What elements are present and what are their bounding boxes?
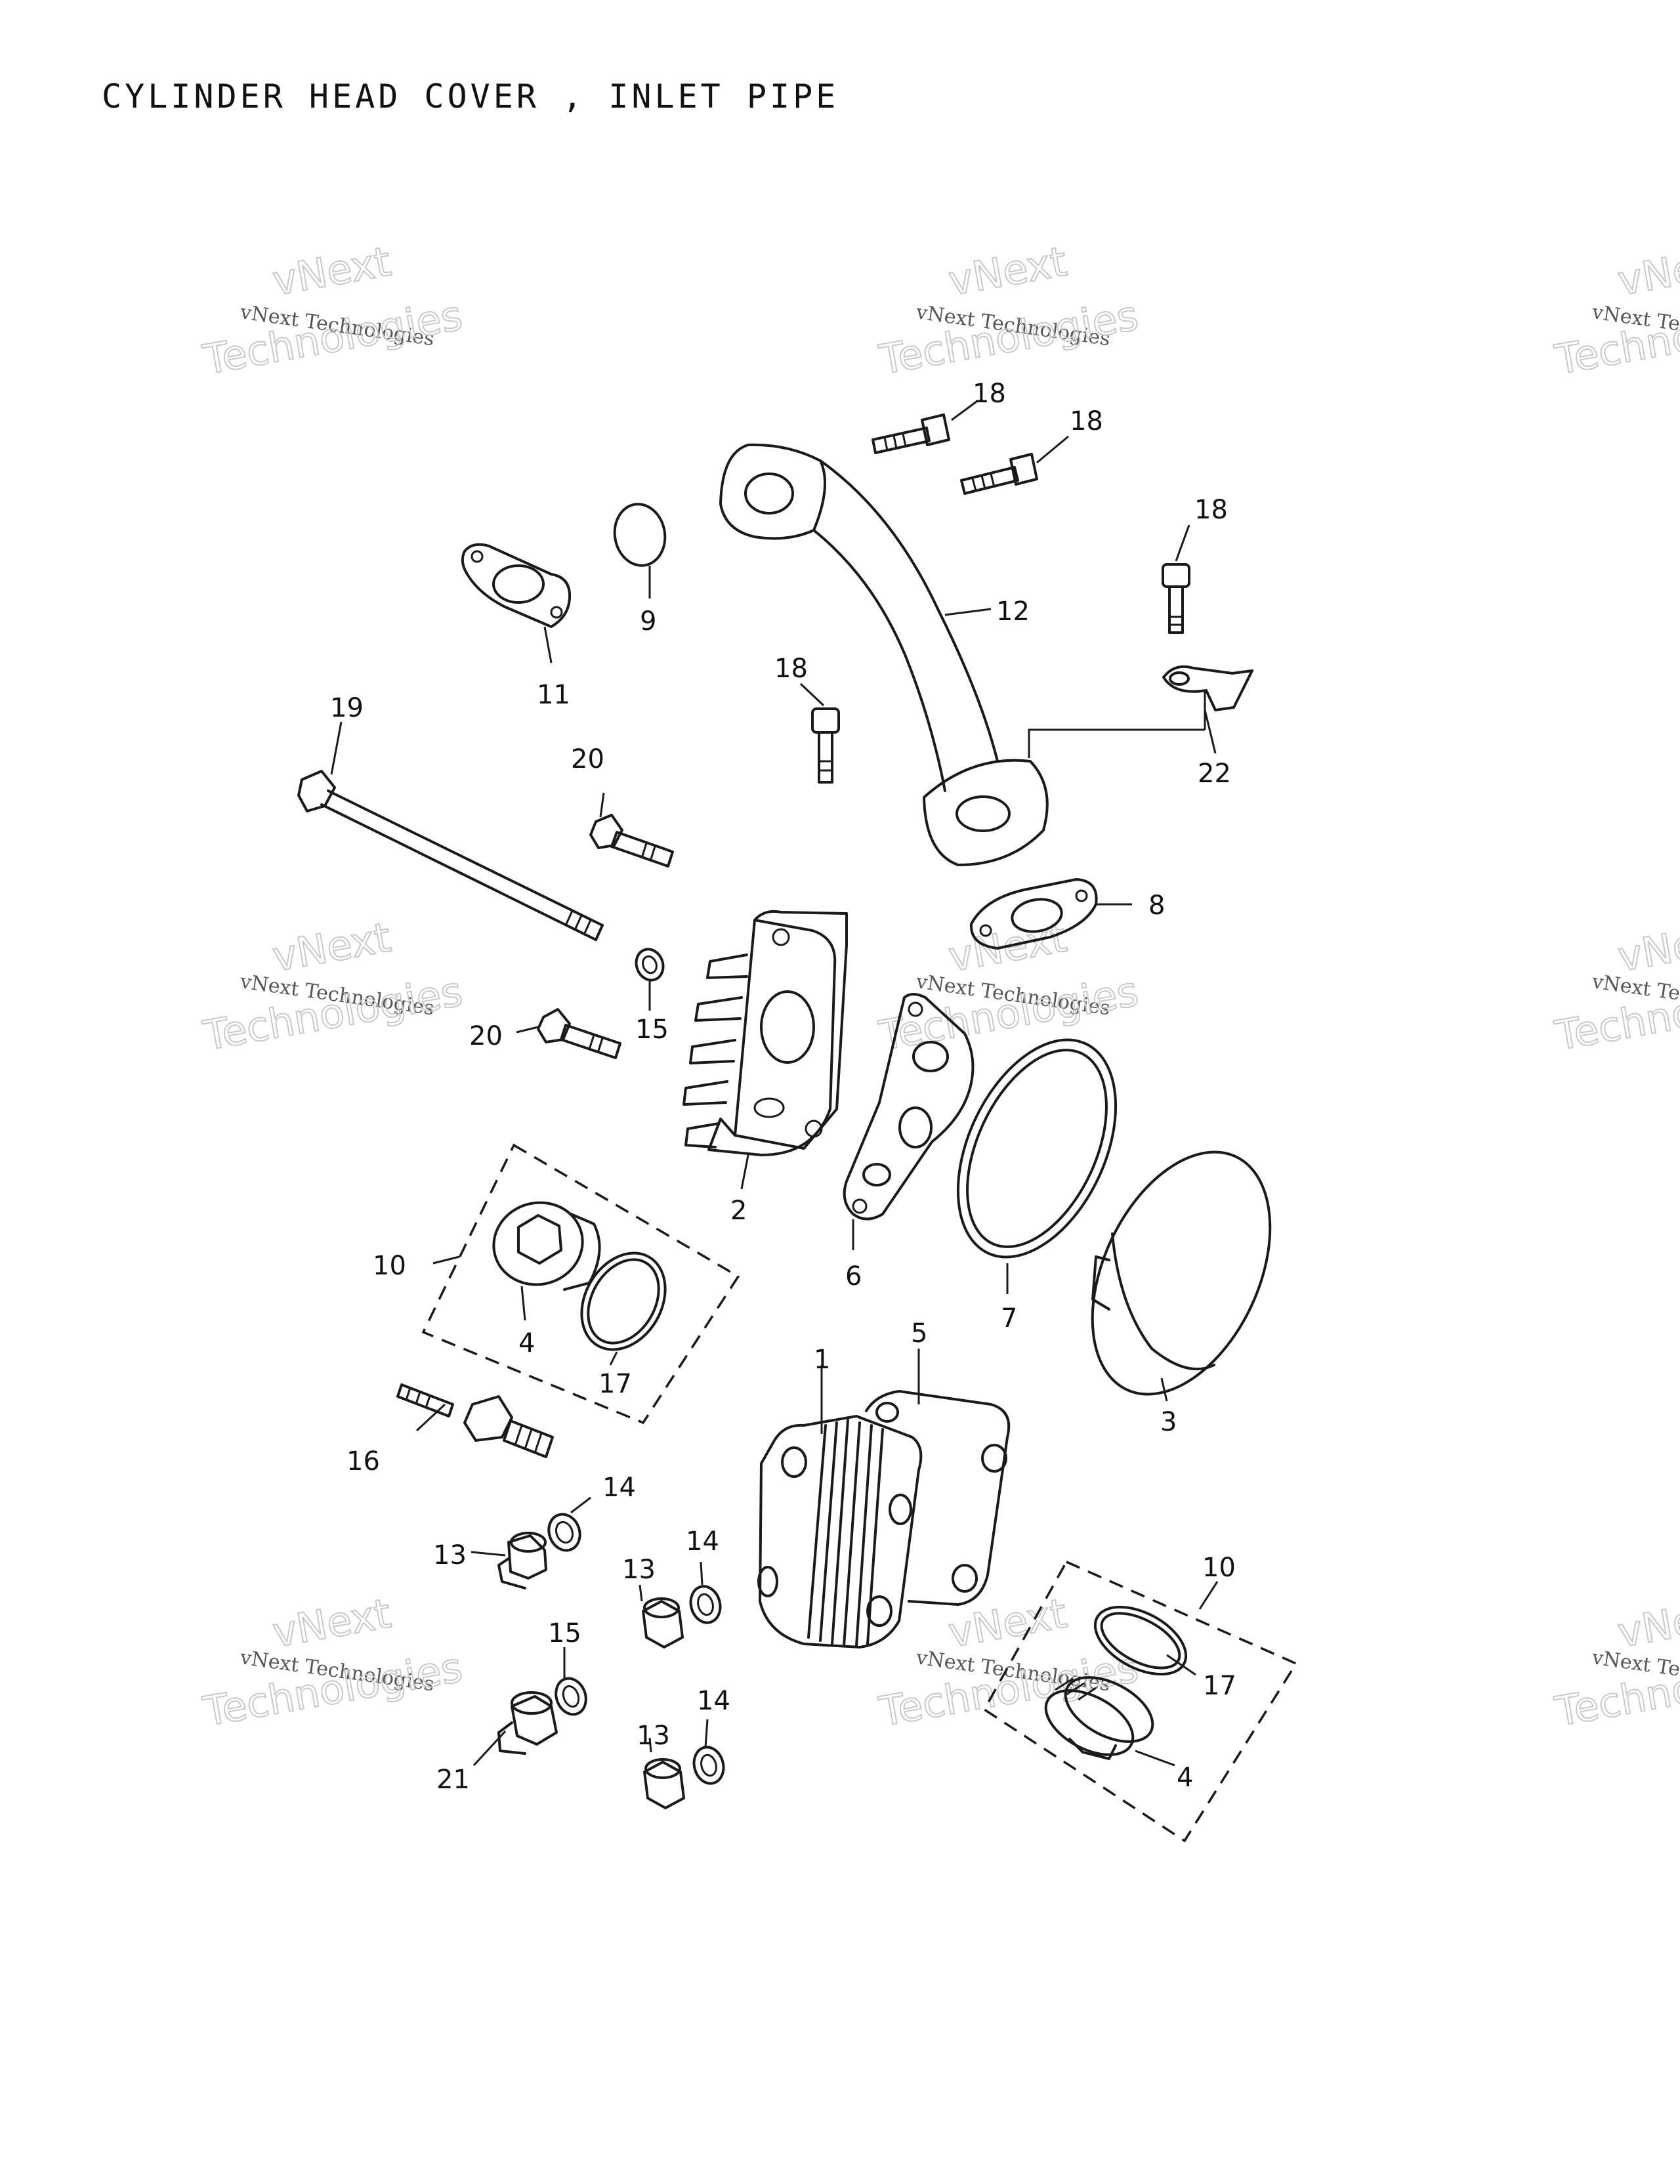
part-15-washer-a — [635, 948, 665, 982]
part-18-bolt-b — [960, 453, 1038, 495]
part-16-stud — [396, 1383, 554, 1458]
part-4-plug-left — [492, 1201, 601, 1291]
part-22-clamp — [1028, 665, 1253, 758]
watermark-top-right: vNe vNext Te Techno — [1551, 243, 1680, 385]
part-20-bolt-a — [589, 814, 674, 868]
callout-labels: 18 18 18 18 12 9 11 8 22 19 20 20 15 2 6… — [330, 379, 1236, 1795]
part-9-o-ring — [613, 503, 667, 567]
svg-text:vNe: vNe — [1614, 244, 1680, 305]
watermark-top-center: vNext vNext Technologies Technologies — [875, 236, 1143, 385]
part-5-cover-gasket — [865, 1390, 1011, 1606]
part-18-bolt-c — [1162, 563, 1190, 634]
callout-9: 9 — [640, 606, 656, 637]
svg-text:Techno: Techno — [1551, 1664, 1680, 1736]
callout-12: 12 — [996, 597, 1030, 627]
callout-20: 20 — [571, 744, 604, 774]
part-4-plug-right — [1044, 1676, 1154, 1760]
svg-text:Technologies: Technologies — [875, 967, 1142, 1060]
callout-13: 13 — [433, 1540, 467, 1570]
part-6-gasket-plate — [843, 993, 975, 1221]
part-2-finned-block — [682, 910, 848, 1156]
part-14-washer-c — [692, 1746, 725, 1785]
part-3-cover-plate — [1091, 1150, 1272, 1396]
watermark-bottom-left: vNext vNext Technologies Technologies — [199, 1588, 467, 1736]
callout-18: 18 — [1070, 406, 1103, 436]
callout-2: 2 — [730, 1196, 747, 1226]
svg-text:Technologies: Technologies — [200, 291, 466, 384]
callout-21: 21 — [436, 1765, 470, 1795]
part-19-long-bolt — [297, 770, 604, 941]
callout-15: 15 — [635, 1015, 669, 1045]
callout-22: 22 — [1198, 759, 1231, 789]
callout-10: 10 — [1202, 1553, 1236, 1583]
svg-text:Technologies: Technologies — [875, 1643, 1142, 1736]
part-15-washer-b — [555, 1677, 587, 1716]
part-14-washer-b — [689, 1585, 722, 1624]
part-7-ring-gasket — [956, 1038, 1118, 1259]
callout-4: 4 — [1177, 1763, 1193, 1793]
watermark-bottom-right: vNe vNext Te Techno — [1551, 1595, 1680, 1736]
svg-text:vNext: vNext — [945, 237, 1070, 304]
svg-text:Technologies: Technologies — [875, 291, 1142, 384]
part-10-group-left — [421, 1143, 740, 1425]
leader-lines — [330, 400, 1219, 1767]
part-18-bolt-d — [811, 707, 840, 784]
callout-13: 13 — [637, 1721, 670, 1751]
callout-6: 6 — [845, 1261, 862, 1292]
part-1-cylinder-head-cover — [757, 1415, 923, 1648]
callout-8: 8 — [1148, 891, 1165, 921]
callout-14: 14 — [686, 1526, 719, 1557]
part-11-gasket — [461, 543, 572, 628]
callout-1: 1 — [814, 1345, 830, 1375]
part-10-group-right — [982, 1560, 1298, 1843]
callout-18: 18 — [1194, 495, 1228, 525]
svg-text:Technologies: Technologies — [200, 1643, 466, 1736]
part-12-inlet-pipe — [719, 443, 1049, 866]
svg-text:vNe: vNe — [1614, 920, 1680, 981]
part-21-plug — [497, 1691, 558, 1755]
watermark-mid-center: vNext vNext Technologies Technologies — [875, 912, 1143, 1060]
svg-text:Techno: Techno — [1551, 988, 1680, 1060]
callout-18: 18 — [973, 379, 1006, 409]
part-13-cap-c — [643, 1758, 685, 1809]
callout-4: 4 — [518, 1328, 535, 1358]
svg-text:vNe: vNe — [1614, 1596, 1680, 1657]
svg-text:Technologies: Technologies — [200, 967, 466, 1060]
part-17-o-ring-right — [1093, 1605, 1188, 1676]
part-13-cap-b — [642, 1597, 684, 1648]
watermark-mid-left: vNext vNext Technologies Technologies — [199, 912, 467, 1060]
callout-17: 17 — [598, 1369, 632, 1399]
svg-text:vNext: vNext — [269, 237, 394, 304]
callout-19: 19 — [330, 693, 364, 723]
watermark-mid-right: vNe vNext Te Techno — [1551, 919, 1680, 1060]
callout-20: 20 — [469, 1021, 503, 1051]
part-18-bolt-a — [872, 413, 950, 454]
part-14-washer-a — [547, 1513, 581, 1552]
callout-3: 3 — [1160, 1407, 1177, 1437]
callout-14: 14 — [697, 1686, 730, 1716]
watermark-top-left: vNext vNext Technologies Technologies — [199, 236, 467, 385]
part-13-cap-a — [497, 1532, 547, 1589]
svg-text:vNext: vNext — [269, 913, 394, 980]
svg-text:vNext: vNext — [945, 1589, 1070, 1656]
callout-13: 13 — [622, 1555, 656, 1585]
part-17-o-ring-left — [580, 1251, 667, 1351]
callout-14: 14 — [602, 1473, 636, 1503]
callout-7: 7 — [1001, 1303, 1017, 1334]
callout-11: 11 — [537, 680, 570, 710]
callout-18: 18 — [774, 654, 808, 684]
svg-text:vNext: vNext — [269, 1589, 394, 1656]
callout-5: 5 — [911, 1318, 927, 1349]
callout-15: 15 — [548, 1618, 581, 1648]
page-title: CYLINDER HEAD COVER , INLET PIPE — [102, 77, 839, 116]
callout-17: 17 — [1203, 1671, 1236, 1701]
callout-10: 10 — [373, 1251, 406, 1281]
part-20-bolt-b — [537, 1008, 621, 1059]
callout-16: 16 — [346, 1446, 380, 1477]
